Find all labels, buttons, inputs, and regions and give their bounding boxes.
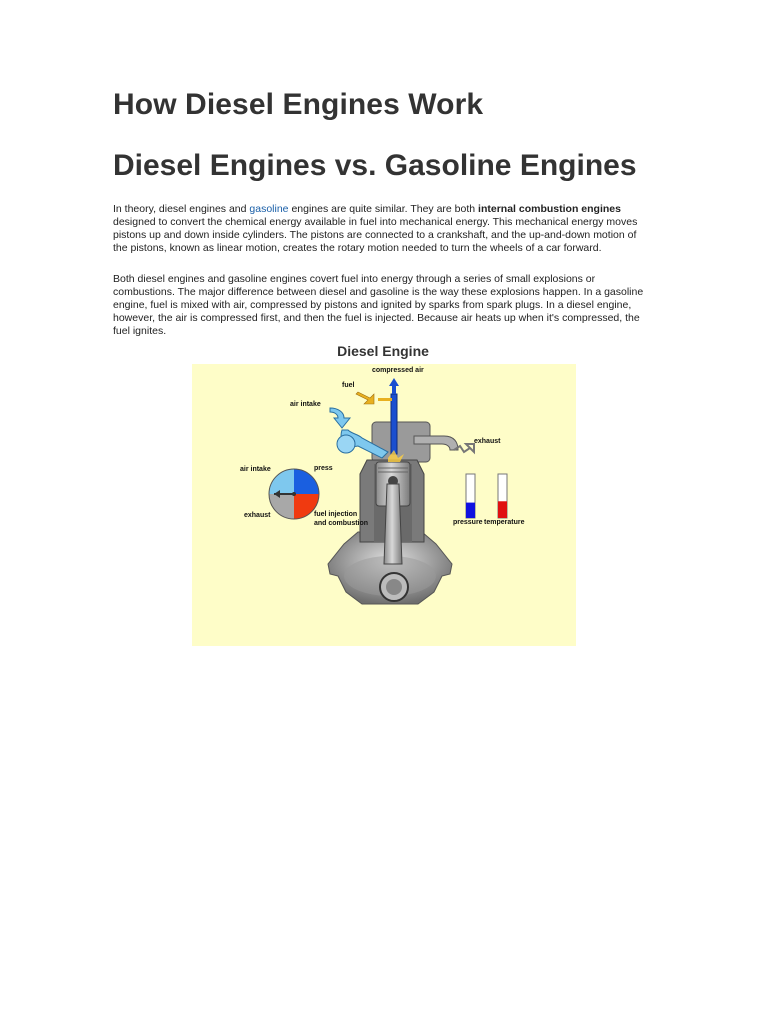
label-air-intake-top: air intake [290,401,321,408]
compressed-air-arrow [389,378,399,394]
pressure-gauge [465,473,476,519]
label-and-combustion: and combustion [314,520,368,527]
paragraph-comparison: Both diesel engines and gasoline engines… [113,273,644,337]
section-heading: Diesel Engines vs. Gasoline Engines [113,149,637,182]
label-temperature: temperature [484,519,525,526]
exhaust-pipe [413,435,459,451]
temperature-gauge [497,473,508,519]
connecting-rod [383,483,403,565]
paragraph-text: designed to convert the chemical energy … [113,216,638,254]
cycle-wheel [268,468,320,520]
fuel-injector [390,393,398,455]
fuel-arrow [355,391,375,405]
label-air-intake-wheel: air intake [240,466,271,473]
page-title: How Diesel Engines Work [113,88,484,121]
temperature-fill [498,501,507,518]
pressure-fill [466,502,475,518]
combustion-spark [388,450,404,462]
label-exhaust-wheel: exhaust [244,512,271,519]
paragraph-text: In theory, diesel engines and [113,203,250,215]
label-pressure: pressure [453,519,483,526]
paragraph-text: engines are quite similar. They are both [288,203,479,215]
bold-term: internal combustion engines [478,203,621,215]
label-press: press [314,465,333,472]
label-compressed-air: compressed air [372,367,424,374]
label-fuel: fuel [342,382,355,389]
diesel-engine-figure: compressed air fuel air intake exhaust a… [192,364,576,646]
exhaust-arrow [453,443,475,455]
fuel-line [378,398,392,401]
air-intake-arrow [329,407,352,429]
paragraph-intro: In theory, diesel engines and gasoline e… [113,203,653,255]
gasoline-link[interactable]: gasoline [249,203,289,215]
figure-title: Diesel Engine [337,343,429,359]
label-exhaust-right: exhaust [474,438,501,445]
label-fuel-injection: fuel injection [314,511,357,518]
engine-diagram: compressed air fuel air intake exhaust a… [240,367,525,605]
